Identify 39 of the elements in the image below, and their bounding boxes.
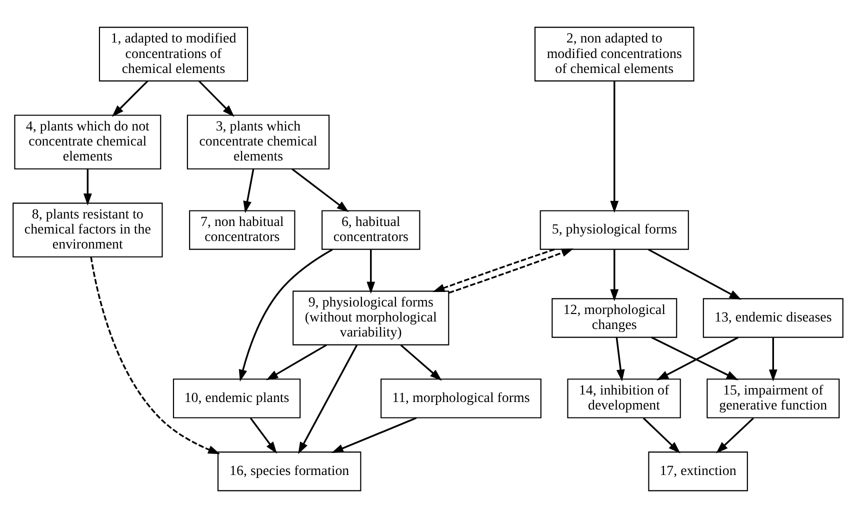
arrow xyxy=(616,338,625,382)
arrow xyxy=(331,417,417,453)
node-box: 1, adapted to modified concentrations of chemical elements xyxy=(98,26,248,82)
arrow xyxy=(400,344,442,381)
arrow xyxy=(448,248,574,294)
node-box: 17, extinction xyxy=(648,452,748,492)
node-box: 8, plants resistant to chemical factors in the environment xyxy=(12,202,163,258)
arrow xyxy=(83,168,92,206)
arrow xyxy=(768,338,778,382)
node-box: 2, non adapted to modified concentrations of chemical elements xyxy=(534,26,694,82)
arrow xyxy=(250,418,277,454)
node-box: 12, morphological changes xyxy=(552,298,678,338)
node-box: 16, species formation xyxy=(217,452,362,492)
arrow xyxy=(716,418,754,454)
arrow xyxy=(610,250,619,302)
arrow xyxy=(238,248,333,382)
arrow xyxy=(366,250,376,294)
arrow xyxy=(243,168,254,214)
node-box: 13, endemic diseases xyxy=(702,298,844,338)
arrow xyxy=(610,81,619,213)
node-box: 5, physiological forms xyxy=(540,210,689,250)
node-box: 9, physiological forms (without morphological variability) xyxy=(292,290,450,346)
arrow xyxy=(198,80,234,117)
arrow xyxy=(648,248,742,300)
arrow xyxy=(642,418,680,454)
node-box: 4, plants which do not concentrate chemical elements xyxy=(14,114,162,170)
arrow xyxy=(266,344,328,380)
node-box: 7, non habitual concentrators xyxy=(189,210,296,250)
arrow xyxy=(298,344,358,454)
node-box: 11, morphological forms xyxy=(380,378,542,418)
node-box: 14, inhibition of development xyxy=(567,378,681,418)
arrow xyxy=(292,168,349,212)
node-box: 6, habitual concentrators xyxy=(322,210,420,250)
node-box: 15, impairment of generative function xyxy=(706,378,840,418)
arrow xyxy=(90,256,220,454)
node-box: 10, endemic plants xyxy=(172,378,301,418)
arrow xyxy=(432,248,555,292)
arrow xyxy=(112,80,148,117)
node-box: 3, plants which concentrate chemical elements xyxy=(186,114,330,170)
